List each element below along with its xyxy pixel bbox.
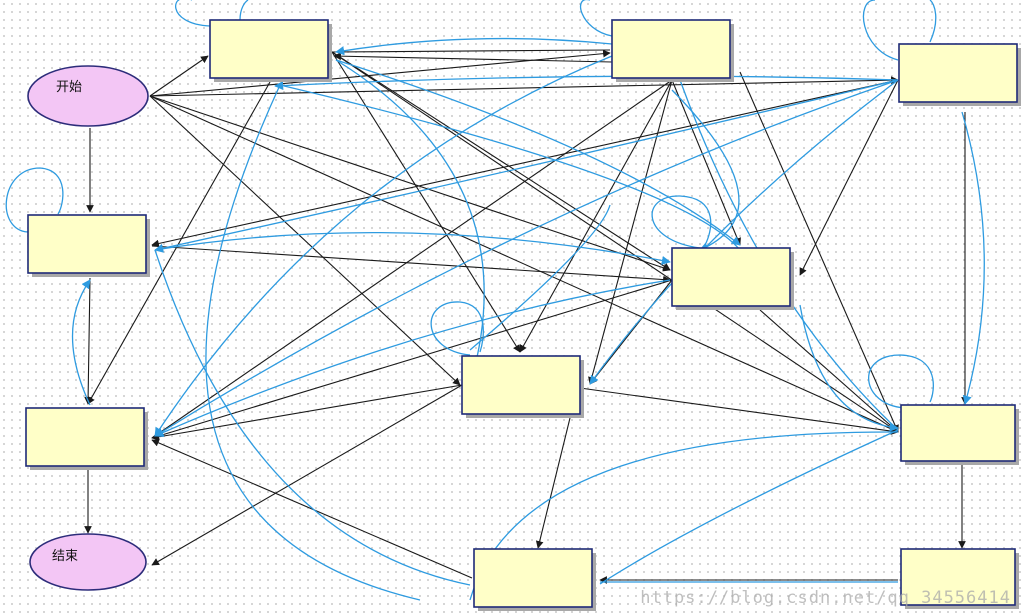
edge-start-to-box-c [149, 76, 899, 97]
edge-blue-f-e [469, 204, 611, 351]
self-loop-a [174, 0, 211, 27]
process-box-c[interactable] [898, 43, 1018, 103]
edge-a-f [331, 51, 521, 353]
edge-blue-b-e [671, 89, 740, 251]
process-box-d[interactable] [27, 214, 147, 274]
black-edges [84, 49, 969, 584]
self-loop-f [430, 301, 484, 356]
edge-blue-c-a [274, 75, 899, 91]
edge-blue-b-a [335, 37, 613, 56]
nodes: 开始 结束 [25, 19, 1021, 611]
edge-e-g [759, 309, 899, 433]
process-box-i[interactable] [473, 548, 593, 608]
end-label: 结束 [52, 549, 78, 564]
edge-f-end [151, 384, 463, 566]
edge-c-e [799, 79, 899, 276]
edge-blue-e-g [799, 304, 899, 432]
edge-e-f [589, 279, 673, 385]
end-node[interactable]: 结束 [29, 533, 147, 591]
edge-blue-d-i [154, 249, 471, 586]
edge-blue-d-e [154, 231, 671, 265]
process-box-e[interactable] [671, 247, 791, 307]
blue-edges [5, 0, 985, 601]
edge-blue-h-d [71, 279, 91, 406]
self-loop-a-tail [239, 0, 249, 21]
self-loop-d [5, 167, 64, 233]
edge-f-h [151, 384, 463, 441]
edge-b-e [671, 79, 741, 246]
start-node[interactable]: 开始 [27, 65, 149, 127]
self-loop-c-tail [929, 0, 937, 43]
edge-b-h [151, 79, 673, 439]
edge-c-d [151, 79, 899, 248]
edge-a-box-h [87, 81, 271, 405]
edge-start-to-box-g [149, 95, 899, 433]
edge-start-to-box-a [149, 55, 209, 97]
edge-blue-c-d [154, 79, 899, 253]
edge-f-g [579, 387, 899, 435]
edge-a-g [331, 51, 899, 433]
edge-blue-a-e2 [279, 84, 741, 251]
edge-b-f2 [588, 79, 673, 385]
edge-blue-a-i [205, 84, 421, 601]
edge-d-e [151, 245, 671, 284]
edge-blue-g-i [599, 429, 899, 585]
process-box-f[interactable] [461, 355, 581, 415]
edge-b-g [739, 71, 899, 433]
edge-b-a [333, 52, 613, 63]
edge-blue-a-f [335, 59, 485, 386]
edge-a-b [331, 49, 611, 53]
process-box-a[interactable] [209, 19, 329, 79]
edge-start-to-box-e [149, 95, 671, 272]
self-loop-g [868, 354, 934, 409]
edge-blue-a-e [335, 59, 741, 246]
edge-blue-c-h [154, 79, 899, 437]
self-loop-c [862, 0, 899, 61]
start-label: 开始 [56, 80, 82, 95]
edge-b-f [519, 79, 673, 353]
process-box-j[interactable] [900, 548, 1016, 606]
edge-start-to-box-f [149, 95, 461, 386]
edge-i-h [151, 439, 473, 579]
edge-f-i [535, 417, 571, 549]
edge-e-h [151, 279, 673, 440]
process-box-h[interactable] [25, 407, 145, 467]
watermark-text: https://blog.csdn.net/qq_34556414 [640, 588, 1011, 608]
edge-d-h [84, 277, 92, 405]
start-ellipse [27, 65, 149, 127]
process-box-b[interactable] [611, 19, 731, 79]
edge-a-e [331, 51, 671, 271]
self-loop-b [580, 0, 613, 37]
edge-blue-c-g [961, 111, 985, 405]
process-box-g[interactable] [900, 404, 1016, 462]
edge-blue-c-f [589, 79, 899, 385]
edge-blue-e-h [154, 279, 671, 437]
self-loop-e [651, 195, 712, 249]
end-ellipse [29, 533, 147, 591]
